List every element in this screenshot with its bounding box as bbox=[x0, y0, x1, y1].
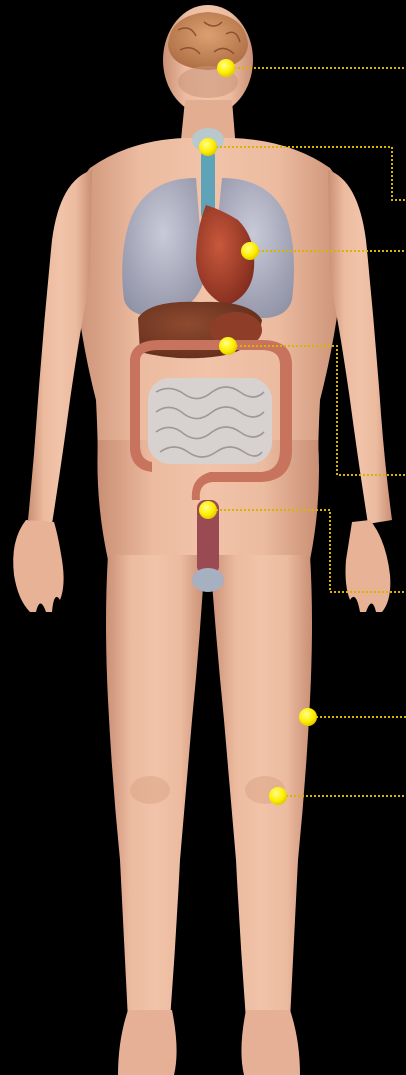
marker-stomach-dot[interactable] bbox=[219, 337, 237, 355]
left-foot bbox=[118, 1010, 177, 1075]
left-knee-shade bbox=[130, 776, 170, 804]
marker-thyroid-dot[interactable] bbox=[199, 138, 217, 156]
right-hand bbox=[346, 520, 391, 612]
right-foot bbox=[241, 1010, 300, 1075]
left-hand bbox=[13, 520, 63, 612]
marker-thigh-dot[interactable] bbox=[299, 708, 317, 726]
small-intestine bbox=[148, 378, 272, 464]
marker-pelvis-dot[interactable] bbox=[199, 501, 217, 519]
bladder bbox=[192, 568, 224, 592]
marker-heart-dot[interactable] bbox=[241, 242, 259, 260]
marker-knee-dot[interactable] bbox=[269, 787, 287, 805]
marker-brain-dot[interactable] bbox=[217, 59, 235, 77]
left-arm bbox=[28, 170, 92, 524]
